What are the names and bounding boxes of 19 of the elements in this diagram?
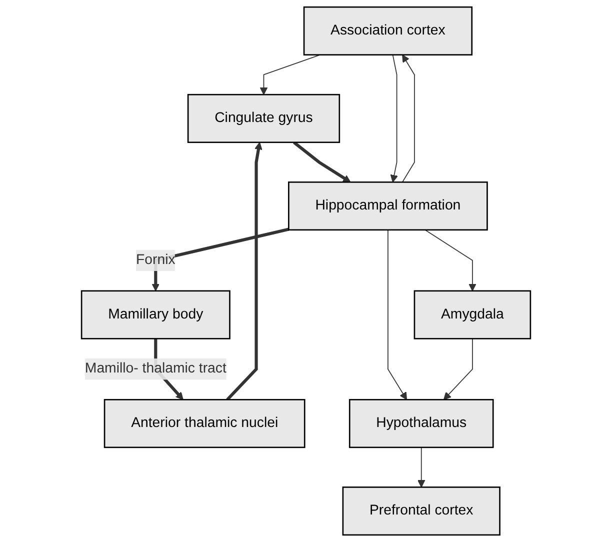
arrow: [390, 54, 398, 182]
node-box: Anterior thalamic nuclei: [104, 398, 306, 448]
arrow: [443, 338, 473, 400]
node-box: Hippocampal formation: [288, 181, 488, 231]
arrow: [293, 141, 351, 182]
arrow: [417, 446, 426, 488]
arrow: [260, 54, 321, 95]
node-box: Association cortex: [303, 6, 473, 56]
node-box: Hypothalamus: [348, 398, 494, 448]
edge-label: Fornix: [136, 252, 176, 268]
arrow: [424, 229, 476, 292]
edge-label: Mamillo- thalamic tract: [84, 361, 226, 376]
node-box: Amygdala: [414, 290, 532, 340]
node-box: Prefrontal cortex: [342, 486, 500, 536]
arrow: [226, 142, 262, 401]
arrow: [402, 54, 415, 183]
arrow: [388, 229, 408, 400]
node-box: Mamillary body: [80, 290, 230, 340]
node-box: Cingulate gyrus: [187, 94, 340, 144]
